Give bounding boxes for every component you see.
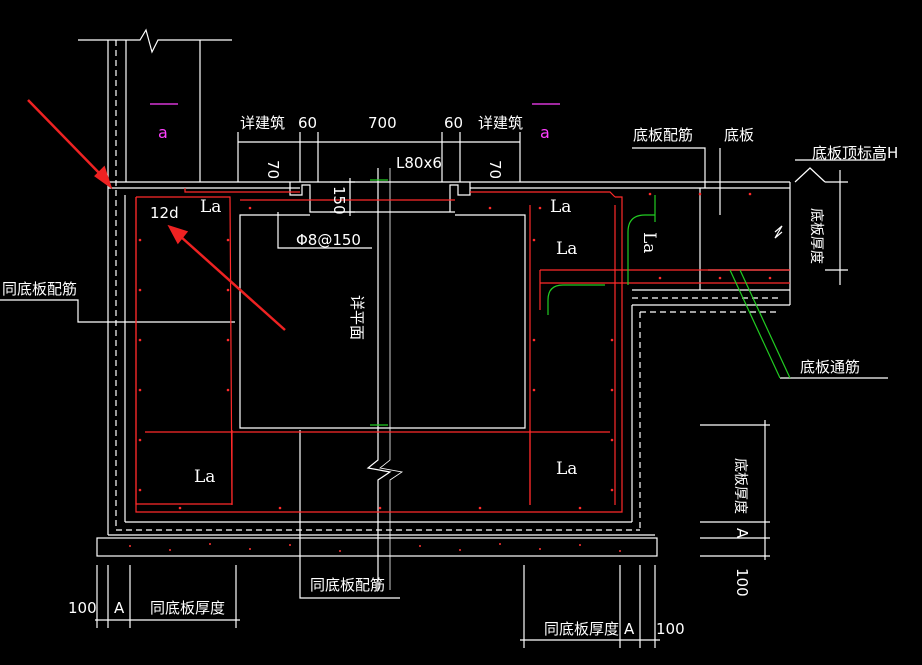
- dim-70-right: 70: [486, 160, 504, 179]
- la-label-bottom-right: La: [556, 459, 577, 479]
- la-label-mid-right: La: [556, 239, 577, 259]
- slab-thickness-right-label: 底板厚度: [732, 458, 748, 514]
- structure-lines: [0, 28, 888, 648]
- slab-thickness-label: 底板厚度: [808, 208, 824, 264]
- dim-100-vert: 100: [733, 568, 751, 597]
- angle-steel-label: L80x6: [396, 154, 442, 172]
- la-label-green: La: [639, 232, 659, 253]
- la-label-bottom-left: La: [194, 467, 215, 487]
- dim-700: 700: [368, 114, 397, 132]
- cushion-hatch: [129, 543, 621, 552]
- same-slab-thickness-right-label: 同底板厚度: [544, 620, 619, 638]
- same-slab-rebar-bottom-label: 同底板配筋: [310, 576, 385, 594]
- detail-top-right-label: 详建筑: [478, 114, 523, 132]
- slab-rebar-label: 底板配筋: [633, 126, 693, 144]
- dim-a-vert: A: [733, 528, 751, 539]
- dim-150: 150: [330, 186, 348, 215]
- slab-through-rebar-label: 底板通筋: [800, 358, 860, 376]
- la-label-top-left: La: [200, 197, 221, 217]
- a-mark-left: a: [158, 123, 168, 142]
- dim-70-left: 70: [264, 160, 282, 179]
- green-lines: [370, 179, 791, 426]
- rebar-lines: [135, 188, 790, 513]
- dim-a-right: A: [624, 620, 635, 638]
- detail-top-left-label: 详建筑: [240, 114, 285, 132]
- slab-top-elevation-label: 底板顶标高H: [812, 144, 898, 162]
- la-label-top-right: La: [550, 197, 571, 217]
- red-arrows: [27, 99, 286, 331]
- same-slab-rebar-left-label: 同底板配筋: [2, 280, 77, 298]
- dim-60-right: 60: [444, 114, 463, 132]
- dim-60-left: 60: [298, 114, 317, 132]
- dim-100-right: 100: [656, 620, 685, 638]
- phi8-label: Φ8@150: [296, 231, 361, 249]
- rebar-dots: [138, 192, 772, 510]
- dim-100-left: 100: [68, 599, 97, 617]
- same-slab-thickness-left-label: 同底板厚度: [150, 599, 225, 617]
- slab-label: 底板: [724, 126, 754, 144]
- a-mark-right: a: [540, 123, 550, 142]
- dim-12d: 12d: [150, 204, 179, 222]
- see-plan-label: 详平面: [348, 295, 366, 340]
- dim-a-left: A: [114, 599, 125, 617]
